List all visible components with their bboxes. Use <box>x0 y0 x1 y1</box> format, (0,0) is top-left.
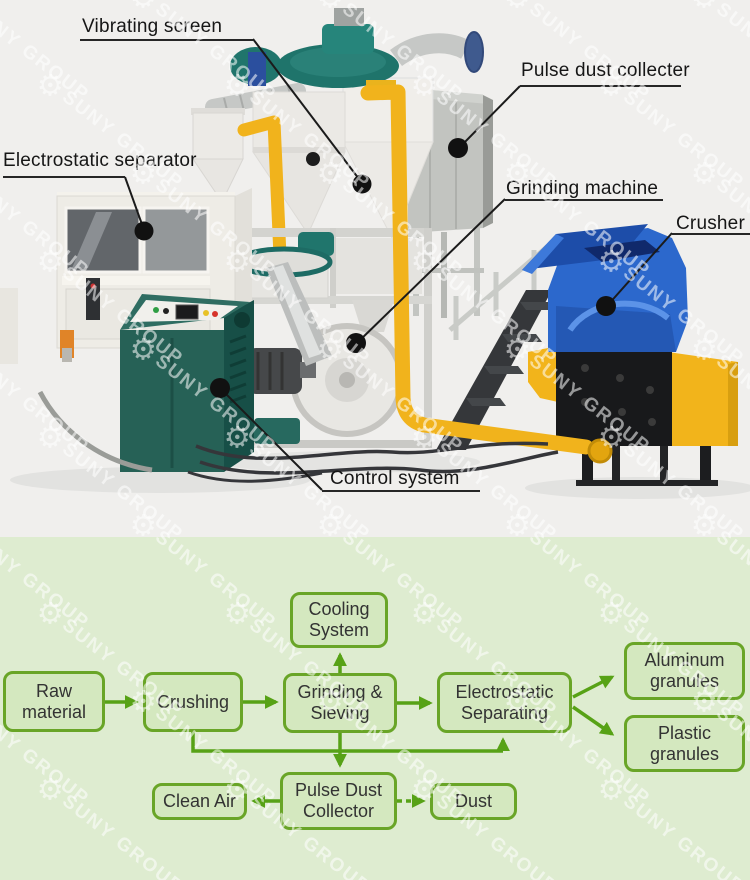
pipe-flange <box>587 438 613 464</box>
yellow-piping <box>360 84 613 464</box>
connector-crushing-duct <box>191 732 503 753</box>
arrow-electrostatic-to-plastic <box>572 705 615 736</box>
flow-node-plastic-granules: Plastic granules <box>624 715 745 772</box>
left-machine-edge <box>0 288 18 364</box>
callout-dots <box>134 138 616 398</box>
crusher-yellow-body <box>668 352 738 446</box>
underline-crusher <box>672 233 750 235</box>
flow-node-aluminum-granules: Aluminum granules <box>624 642 745 700</box>
pipe-inlet-hole <box>306 152 320 166</box>
machine-photo-section: Vibrating screen Electrostatic separator… <box>0 8 750 499</box>
label-grinding-machine: Grinding machine <box>506 178 659 199</box>
flow-node-cooling-system: Cooling System <box>290 592 388 648</box>
label-pulse-dust-collecter: Pulse dust collecter <box>521 60 690 81</box>
yellow-pipe-left <box>237 115 287 263</box>
callout-lines <box>124 38 673 491</box>
crusher-chamber <box>556 344 672 446</box>
panel-screen <box>175 304 199 320</box>
console-fan <box>234 312 250 328</box>
label-vibrating-screen: Vibrating screen <box>82 16 223 37</box>
separator-control-slot <box>86 278 100 320</box>
vibrating-screen-unit <box>235 232 334 366</box>
label-control-system: Control system <box>330 468 460 489</box>
underline-grinding-machine <box>505 199 663 201</box>
flow-arrows <box>105 652 615 808</box>
flow-node-electrostatic-separating: Electrostatic Separating <box>437 672 572 733</box>
flow-node-dust: Dust <box>430 783 517 820</box>
grinding-mill <box>235 228 432 448</box>
blower-fan <box>230 8 484 94</box>
machine-illustration <box>0 8 750 499</box>
arrow-electrostatic-to-aluminum <box>572 675 615 699</box>
process-flowchart: Cooling System Raw material Crushing Gri… <box>0 537 750 880</box>
label-electrostatic-separator: Electrostatic separator <box>3 150 197 171</box>
crusher-machine <box>522 224 738 486</box>
control-system-cabinet <box>120 294 254 472</box>
flow-node-crushing: Crushing <box>143 672 243 732</box>
underline-electrostatic-separator <box>3 176 125 178</box>
underline-control-system <box>322 490 480 492</box>
crusher-lid <box>522 224 648 270</box>
flow-node-raw-material: Raw material <box>3 671 105 732</box>
flow-node-grinding-sieving: Grinding & Sieving <box>283 673 397 733</box>
flow-node-pulse-dust-collector: Pulse Dust Collector <box>280 772 397 830</box>
separator-window <box>142 206 210 274</box>
flow-node-clean-air: Clean Air <box>152 783 247 820</box>
label-crusher: Crusher <box>676 213 745 234</box>
underline-vibrating-screen <box>80 39 253 41</box>
underline-pulse-dust-collecter <box>520 85 681 87</box>
mill-towers <box>252 77 434 254</box>
mill-motor <box>248 348 302 394</box>
